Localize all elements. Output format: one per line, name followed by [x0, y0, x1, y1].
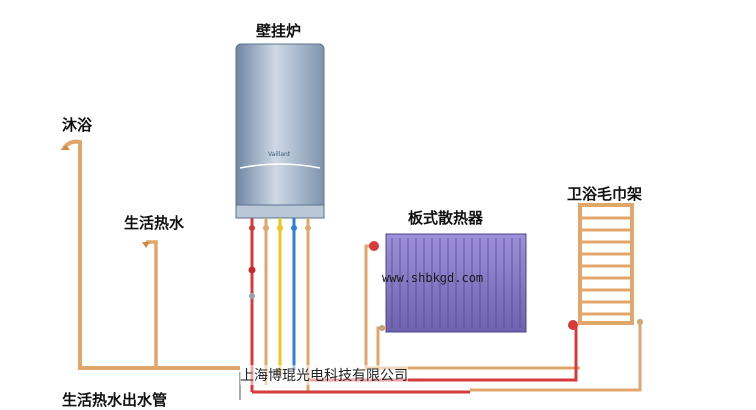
shower-fixture	[60, 139, 240, 370]
radiator-valve-icon	[379, 325, 385, 331]
boiler-bottom-panel	[235, 204, 325, 219]
panel-radiator	[364, 233, 580, 370]
website-watermark: www.shbkgd.com	[382, 271, 484, 285]
boiler-label: 壁挂炉	[256, 22, 302, 40]
valve-icon	[249, 293, 255, 299]
shower-head-icon	[60, 145, 70, 150]
domestic-hot-water-label: 生活热水	[124, 214, 185, 232]
faucet-icon	[142, 242, 150, 248]
panel-radiator-label: 板式散热器	[408, 209, 484, 227]
valve-icon	[249, 225, 255, 231]
boiler-front-curve	[239, 163, 321, 169]
towel-rack-label: 卫浴毛巾架	[567, 185, 643, 203]
valve-icon	[305, 225, 311, 231]
valve-icon	[291, 225, 297, 231]
boiler-brand-label: Vaillant	[268, 151, 291, 158]
valve-icon	[277, 225, 283, 231]
shower-label: 沐浴	[62, 116, 93, 134]
hot-water-faucet	[142, 240, 158, 368]
boiler-pipes	[239, 218, 470, 400]
wall-boiler	[235, 43, 325, 219]
radiator-valve-icon	[369, 241, 379, 251]
valve-icon	[263, 225, 269, 231]
heating-system-diagram	[60, 43, 643, 400]
valve-icon	[248, 266, 256, 274]
company-watermark: 上海博琨光电科技有限公司	[240, 365, 408, 385]
